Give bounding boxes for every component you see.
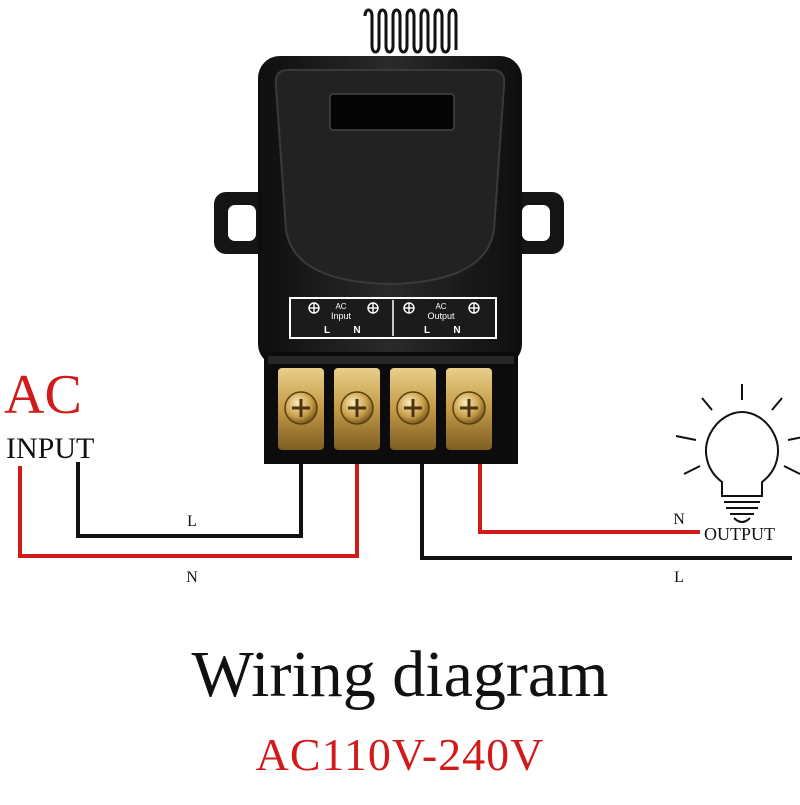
led-window [329,93,455,131]
input-n-wire-label: N [186,569,198,586]
output-l-wire [420,464,792,560]
input-l-wire-label: L [187,513,197,530]
output-label: OUTPUT [704,524,775,544]
output-l-wire-label: L [674,569,684,586]
terminal-output-n [446,368,492,450]
panel-output-ac: AC [435,302,446,311]
input-label: INPUT [6,432,94,465]
screw-symbol-icon [308,302,480,314]
terminal-input-n [334,368,380,450]
panel-output-name: Output [427,311,455,321]
panel-input-ac: AC [335,302,346,311]
terminal-input-l [278,368,324,450]
ac-label: AC [4,364,82,426]
panel-input-n: N [353,325,360,336]
output-n-wire-label: N [673,511,685,528]
output-n-wire [478,464,700,534]
relay-module [258,56,522,366]
panel-input-l: L [324,325,330,336]
light-bulb-icon [675,384,800,523]
input-l-wire [76,462,303,538]
terminal-label-panel: AC Input L N AC Output L N [289,297,497,339]
voltage-label: AC110V-240V [255,729,545,780]
diagram-title: Wiring diagram [191,638,609,711]
mounting-ear-left [214,192,270,254]
panel-input-name: Input [331,311,352,321]
antenna-icon [363,8,458,54]
terminal-output-l [390,368,436,450]
panel-output-l: L [424,325,430,336]
input-n-wire [18,464,359,558]
panel-output-n: N [453,325,460,336]
